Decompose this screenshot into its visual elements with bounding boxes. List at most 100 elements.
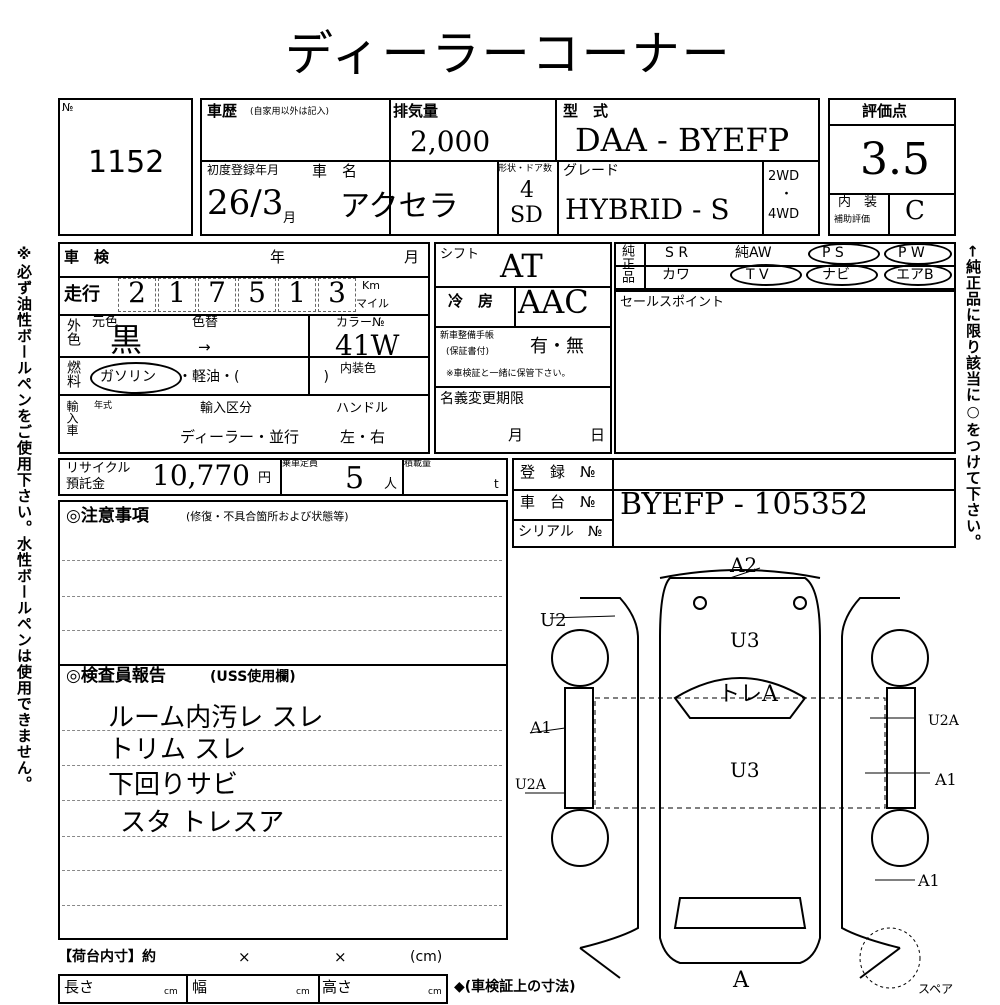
damage-mark: トレA [718,682,778,707]
dims-note: ◆(車検証上の寸法) [454,979,576,995]
color-code-label: カラー№ [336,315,385,329]
equip-sr: S R [665,245,689,261]
capacity-label: 乗車定員 [282,459,319,469]
name-change-label: 名義変更期限 [440,391,524,407]
equip-ps: P S [822,245,844,261]
equip-tv: T V [746,267,769,283]
import-label: 輸入車 [65,400,79,436]
cargo-unit: (cm) [410,949,443,965]
color-interior-label: 内装色 [340,361,377,375]
maint-book-label2: (保証書付) [446,347,490,357]
registration-block [512,458,956,548]
inspector-sub: (USS使用欄) [210,669,296,685]
page-title: ディーラーコーナー [285,26,732,82]
headlight-left [693,596,707,610]
dims-width-cm: cm [296,987,310,997]
color-ext-label: 外色 [65,318,81,346]
sales-point-label: セールスポイント [620,295,725,310]
damage-mark: A1 [530,718,552,737]
wheel-rear-left [551,809,609,867]
equip-airbag: エアB [896,267,934,283]
mileage-digit: 7 [198,278,236,312]
interior-label2: 補助評価 [834,215,871,225]
roof-outline [594,697,886,809]
equip-pw: P W [898,245,925,261]
maint-book-label1: 新車整備手帳 [440,331,495,341]
mileage-unit-km: Km [362,279,380,292]
equip-navi-circle [806,264,878,286]
color-orig-value: 黒 [110,321,143,359]
fuel-label: 燃料 [65,360,81,388]
maint-book-value: 有・無 [530,336,584,357]
wheel-rear-right [871,809,929,867]
import-handle-value: 左・右 [340,428,386,446]
wheel-front-right [871,629,929,687]
first-reg-unit: 月 [283,211,297,226]
middle-center-grid [434,242,612,454]
cargo-x2: × [334,948,347,966]
score-value: 3.5 [860,134,930,185]
drive-dot: ・ [780,187,794,202]
wheel-front-left [551,629,609,687]
inspector-line-2: トリム スレ [108,735,247,765]
doors-value-bottom: SD [510,203,543,228]
history-label: 車歴 [207,102,238,120]
damage-mark: U3 [730,758,760,782]
top-info-grid [200,98,820,236]
mileage-label: 走行 [64,284,100,305]
color-change-label: 色替 [192,315,219,330]
interior-value: C [905,196,925,226]
equip-ps-circle [808,243,880,265]
lot-mark: № [62,101,74,114]
score-box [828,98,956,236]
displacement-label: 排気量 [393,102,439,120]
load-unit: t [494,477,499,491]
name-change-month: 月 [508,426,524,444]
car-front-bumper [659,569,821,579]
capacity-value: 5 [345,461,365,496]
recycle-label1: リサイクル [66,461,131,476]
cargo-label: 【荷台内寸】約 [58,949,156,965]
left-side-panel [579,597,639,949]
mileage-digits: 2 1 7 5 1 3 [118,278,356,312]
mileage-digit: 2 [118,278,156,312]
equip-kawa: カワ [662,267,690,283]
capacity-unit: 人 [384,477,398,492]
inspector-title: ◎検査員報告 [66,666,166,686]
doors-label: 形状・ドア数 [498,164,553,174]
left-door-box [564,687,594,809]
inspection-label: 車 検 [64,248,110,266]
dims-length: 長さ [64,978,95,996]
equip-navi: ナビ [822,267,850,283]
recycle-unit: 円 [258,471,272,486]
maint-book-note: ※車検証と一緒に保管下さい。 [446,369,571,379]
spare-tire [859,927,921,989]
mileage-digit: 1 [158,278,196,312]
aircon-label: 冷 房 [448,292,494,310]
grade-label: グレード [563,163,619,179]
damage-mark: A [733,968,749,993]
model-code-value: DAA - BYEFP [575,121,790,159]
import-year-label: 年式 [94,401,113,411]
equip-airbag-circle [884,264,952,286]
import-type-label: 輸入区分 [200,401,253,416]
damage-mark: A1 [935,770,957,789]
right-sill-line [859,947,901,979]
spare-label: スペア [918,982,954,996]
notes-block [58,500,508,940]
right-side-note: ←純正品に限り該当に○をつけて下さい。 [964,245,982,550]
rear-window [673,897,807,929]
equip-label: 純正品 [619,244,634,283]
car-name-label: 車 名 [312,162,358,180]
score-label: 評価点 [862,102,908,120]
import-type-value: ディーラー・並行 [180,428,299,446]
notes-title: ◎注意事項 [66,506,149,526]
fuel-gas: ガソリン [100,369,156,385]
damage-mark: U2 [540,610,567,631]
model-code-label: 型 式 [563,102,609,120]
damage-mark: U2A [515,777,546,793]
chassis-value: BYEFP - 105352 [620,487,868,522]
right-door-box [886,687,916,809]
damage-mark: U2A [928,713,959,729]
equip-tv-circle [730,264,802,286]
